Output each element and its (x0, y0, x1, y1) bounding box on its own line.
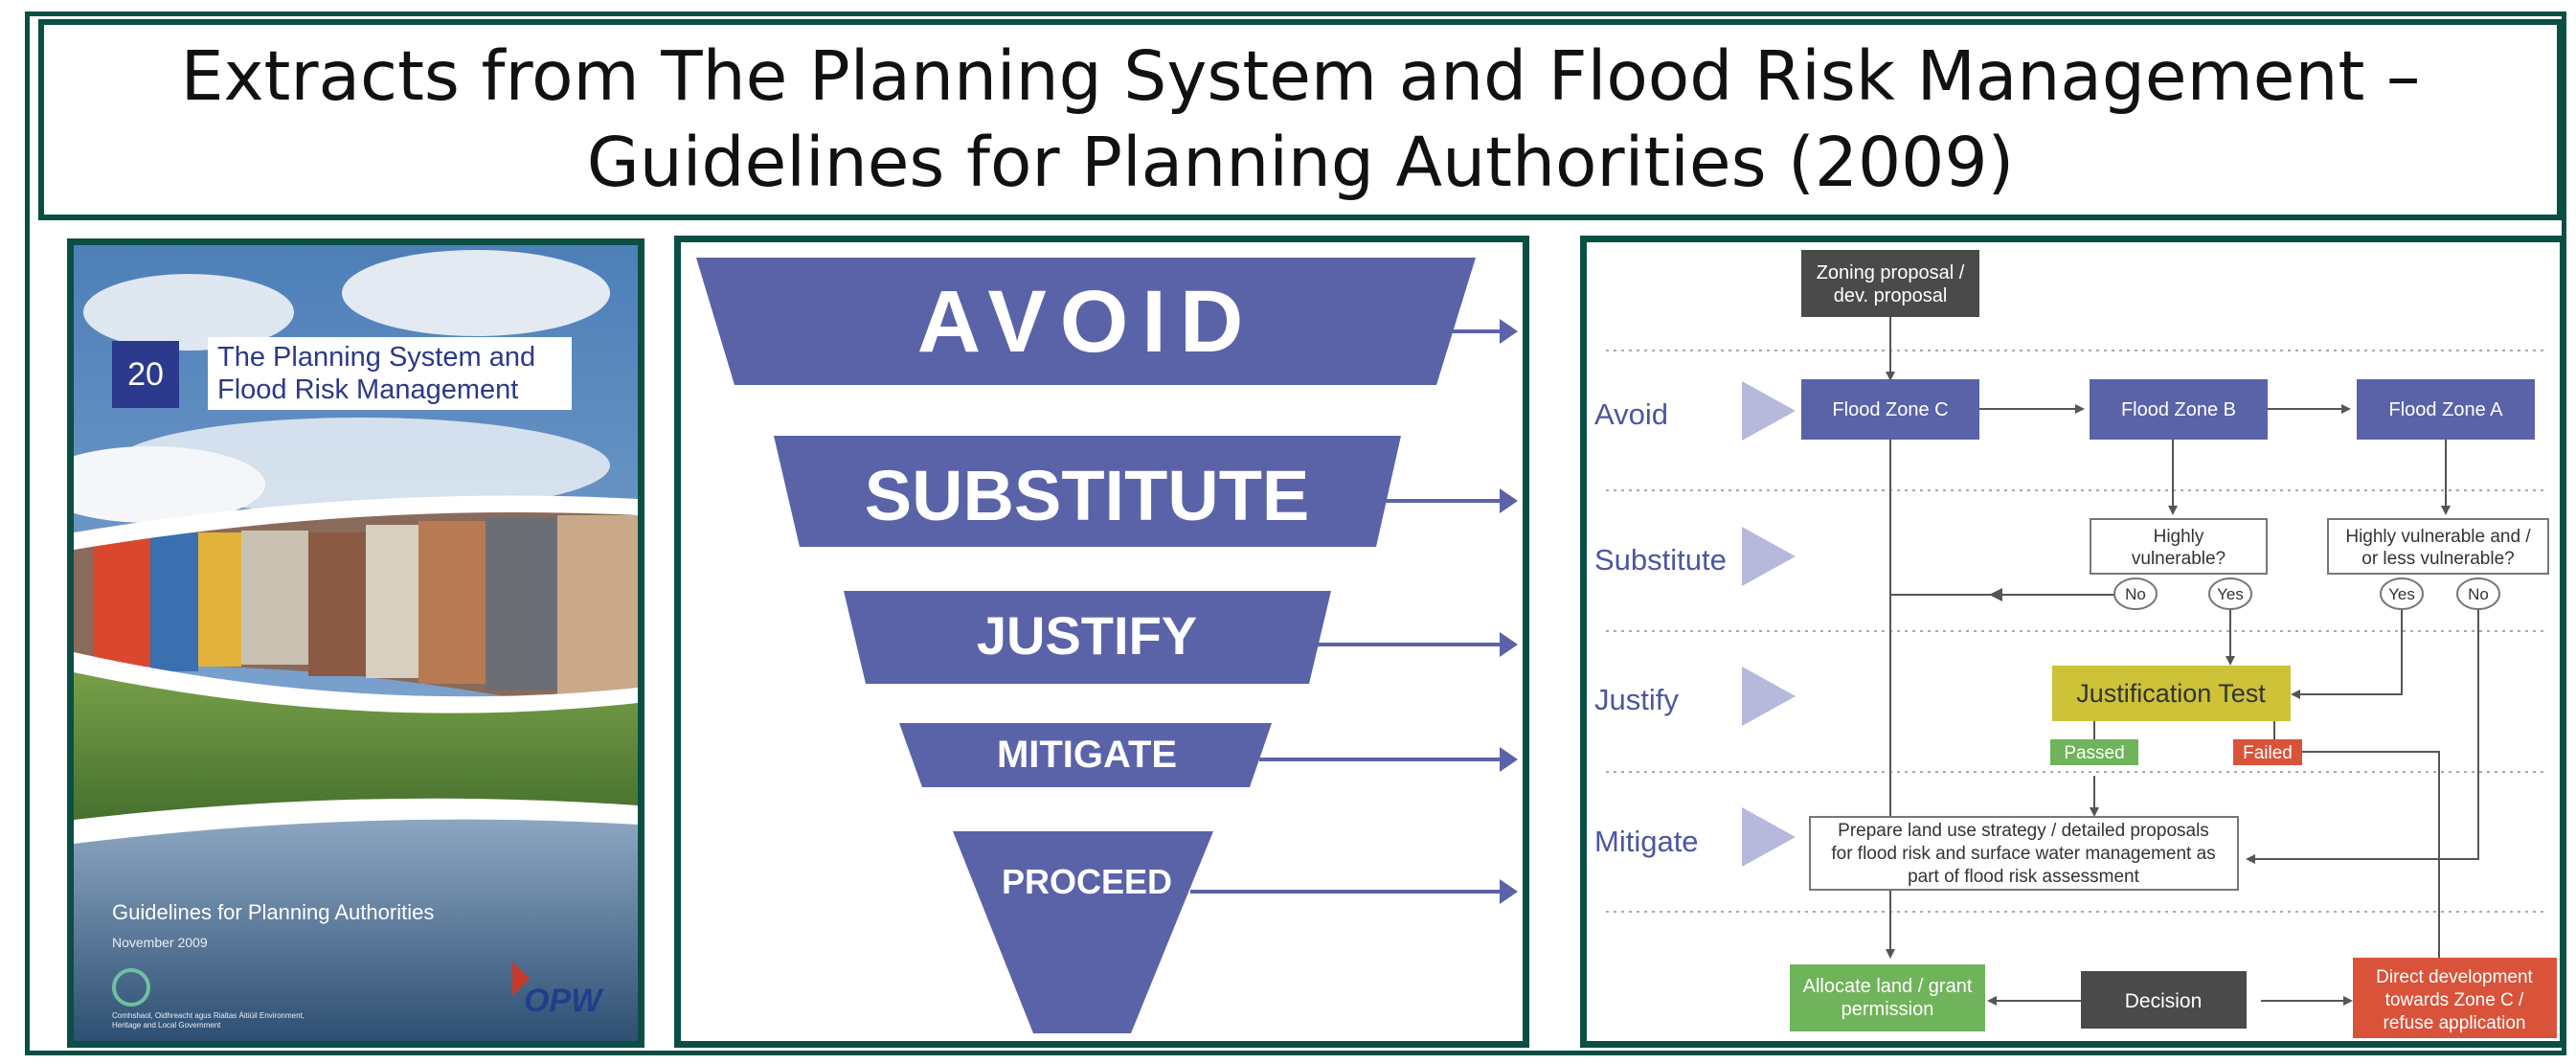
page-title-line2: Guidelines for Planning Authorities (200… (586, 123, 2015, 202)
cover-artwork (74, 245, 638, 1041)
allocate-land-box (1790, 964, 1985, 1031)
prepare-line3: part of flood risk assessment (1908, 867, 2140, 887)
flood-zone-a-box (2357, 379, 2535, 440)
hierarchy-bar-substitute (774, 436, 1401, 547)
stage-arrow-mitigate-icon (1742, 807, 1796, 867)
allocate-line1: Allocate land / grant (1803, 976, 1973, 997)
cover-title-line1: The Planning System and (217, 342, 536, 373)
no-a-ellipse (2456, 577, 2500, 610)
title-box: Extracts from The Planning System and Fl… (38, 19, 2563, 220)
passed-label: Passed (2064, 743, 2124, 763)
sequential-approach-flowchart: Avoid Substitute Justify Mitigate (1594, 250, 2557, 1038)
allocate-line2: permission (1842, 999, 1934, 1020)
start-proposal-label: Zoning proposal /dev. proposal (1817, 262, 1965, 306)
failed-label: Failed (2243, 743, 2293, 763)
question-b-line2: vulnerable? (2132, 549, 2226, 569)
mitigation-hierarchy-panel: AVOID SUBSTITUTE JUSTIFY MITIGATE PROCEE… (674, 236, 1529, 1048)
prepare-land-use-strategy-box (1809, 816, 2239, 891)
prepare-line2: for flood risk and surface water managem… (1831, 844, 2215, 864)
stage-separators (1606, 350, 2544, 913)
passed-badge (2050, 739, 2138, 765)
stage-label-substitute: Substitute (1594, 543, 1727, 577)
page-title-line1: Extracts from The Planning System and Fl… (180, 36, 2421, 116)
question-a-line1: Highly vulnerable and / (2345, 527, 2531, 547)
question-vulnerable-or-less-box (2327, 518, 2549, 575)
failed-badge (2233, 739, 2302, 765)
cover-title-line2: Flood Risk Management (217, 374, 519, 405)
yes-b-ellipse (2208, 577, 2252, 610)
cover-org-text: Comhshaol, Oidhreacht agus Rialtas Áitiú… (112, 1011, 305, 1030)
opw-logo: OPW (524, 983, 602, 1019)
hierarchy-label-proceed: PROCEED (1002, 862, 1172, 901)
hierarchy-bar-justify (844, 591, 1331, 684)
direct-line1: Direct development (2376, 967, 2533, 987)
stage-label-justify: Justify (1594, 683, 1679, 716)
flood-zone-b-box (2090, 379, 2268, 440)
stage-label-avoid: Avoid (1594, 397, 1668, 431)
mitigation-hierarchy-diagram: AVOID SUBSTITUTE JUSTIFY MITIGATE PROCEE… (696, 258, 1518, 1033)
opw-logo-icon (512, 962, 530, 996)
hierarchy-bar-avoid (696, 258, 1476, 385)
question-a-line2: or less vulnerable? (2361, 549, 2514, 569)
justification-test-label: Justification Test (2076, 679, 2266, 708)
flood-zone-c-label: Flood Zone C (1832, 399, 1948, 420)
flood-zone-c-box (1801, 379, 1979, 440)
cover-title: The Planning System and Flood Risk Manag… (208, 337, 572, 410)
yes-a-label: Yes (2388, 585, 2415, 603)
guidelines-cover-image: 20 The Planning System and Flood Risk Ma… (67, 238, 644, 1048)
prepare-line1: Prepare land use strategy / detailed pro… (1838, 821, 2209, 841)
decision-box (2081, 971, 2247, 1029)
direct-line2: towards Zone C / (2385, 990, 2524, 1010)
cover-subtitle: Guidelines for Planning Authorities (112, 900, 435, 924)
no-b-ellipse (2113, 577, 2158, 610)
question-highly-vulnerable-box (2090, 518, 2268, 575)
yes-a-ellipse (2380, 577, 2424, 610)
cover-number-badge: 20 (112, 341, 179, 408)
stage-arrow-justify-icon (1742, 667, 1796, 726)
hierarchy-label-substitute: SUBSTITUTE (865, 456, 1310, 535)
flood-zone-a-label: Flood Zone A (2389, 399, 2504, 420)
decision-label: Decision (2125, 990, 2203, 1012)
stage-arrow-avoid-icon (1742, 381, 1796, 441)
hierarchy-label-mitigate: MITIGATE (997, 734, 1177, 776)
cover-date: November 2009 (112, 935, 208, 950)
hierarchy-bar-proceed (953, 831, 1213, 1033)
hierarchy-bar-mitigate (899, 723, 1272, 787)
start-proposal-box (1801, 250, 1979, 317)
stage-arrow-substitute-icon (1742, 527, 1796, 586)
hierarchy-label-avoid: AVOID (917, 273, 1257, 371)
no-a-label: No (2468, 585, 2489, 603)
justification-test-box (2052, 666, 2291, 721)
direct-development-box (2353, 958, 2557, 1038)
direct-line3: refuse application (2384, 1013, 2526, 1033)
yes-b-label: Yes (2217, 585, 2244, 603)
no-b-label: No (2125, 585, 2146, 603)
flood-zone-b-label: Flood Zone B (2121, 399, 2236, 420)
stage-label-mitigate: Mitigate (1594, 825, 1699, 858)
sequential-approach-flowchart-panel: Avoid Substitute Justify Mitigate (1580, 236, 2566, 1048)
question-b-line1: Highly (2154, 527, 2204, 547)
hierarchy-label-justify: JUSTIFY (977, 605, 1197, 666)
